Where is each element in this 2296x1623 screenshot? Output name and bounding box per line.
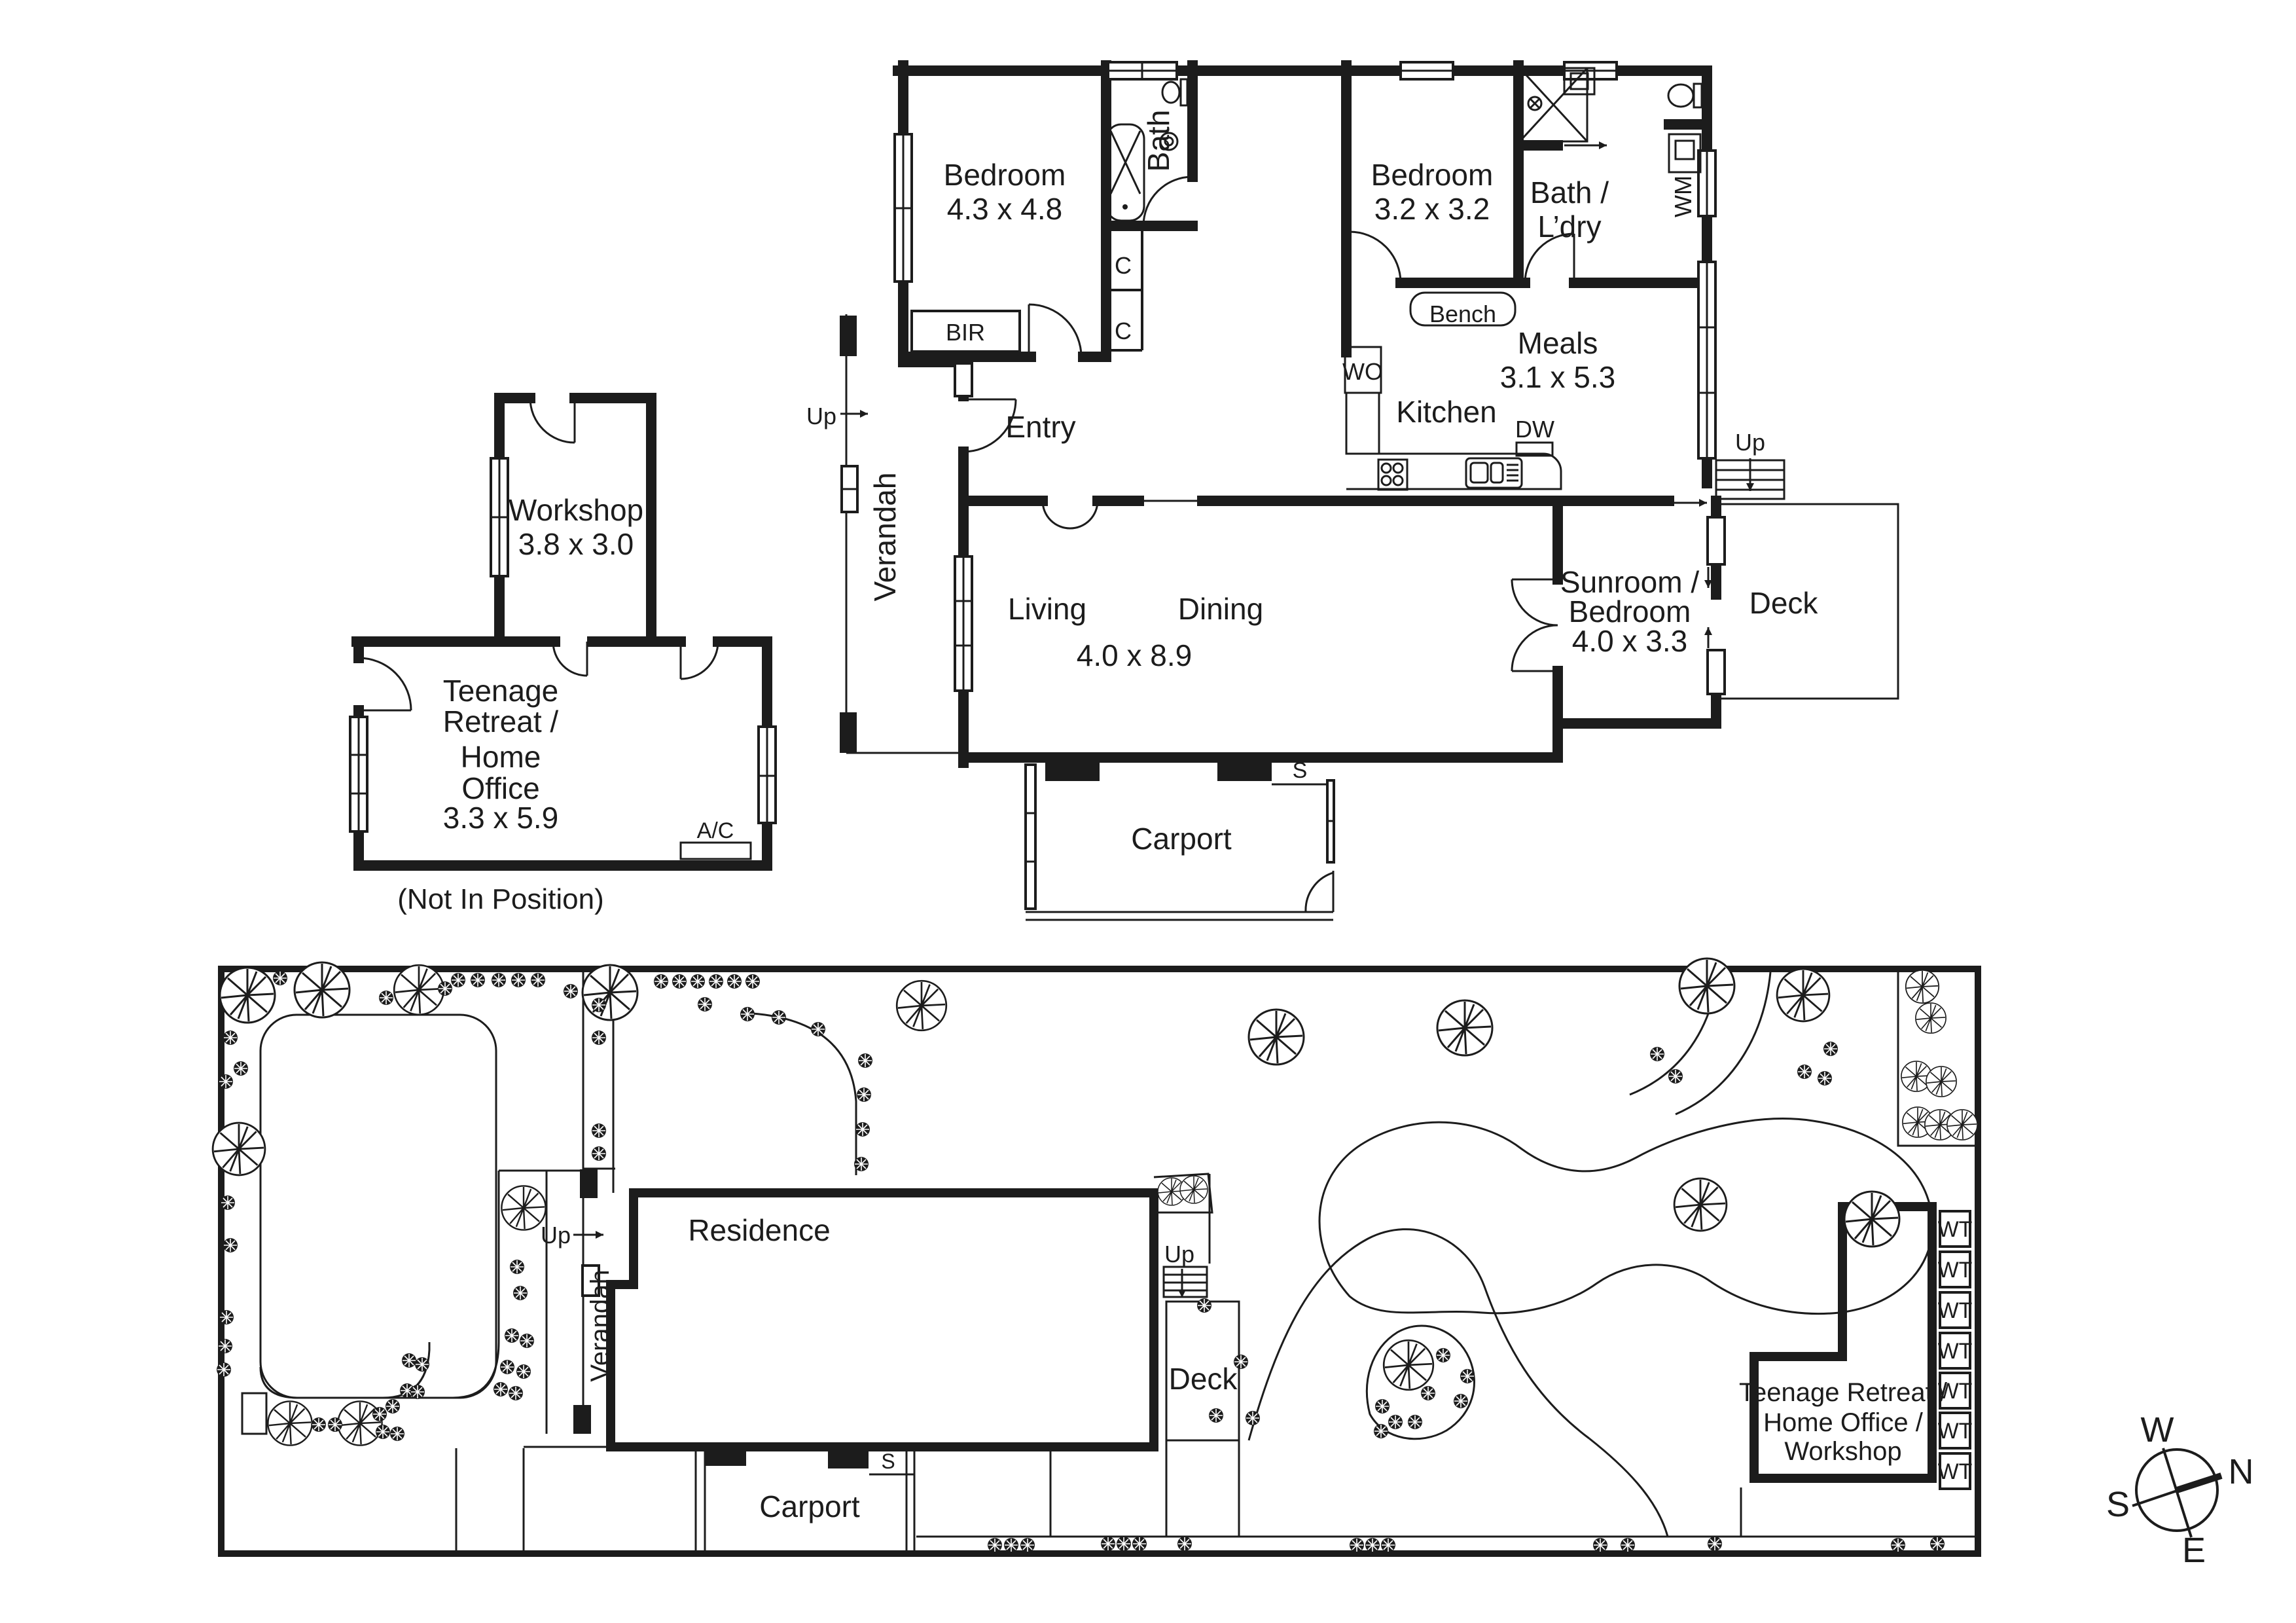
label-dining: Dining (1178, 592, 1263, 626)
label-s-fp: S (1293, 758, 1308, 783)
label-sunroom-dims: 4.0 x 3.3 (1572, 624, 1687, 658)
site-label-retreat-1: Teenage Retreat / (1739, 1378, 1948, 1407)
deck-outline (1721, 503, 1899, 700)
label-retreat-1: Teenage (443, 674, 559, 708)
verandah-structure (840, 314, 963, 754)
label-verandah: Verandah (868, 473, 902, 602)
upper-floor-plan: Bedroom 4.3 x 4.8 Bath Bedroom 3.2 x 3.2… (349, 60, 1899, 921)
site-label-wt-6: WT (1938, 1419, 1973, 1444)
label-retreat-4: Office (461, 771, 539, 805)
compass-w: W (2141, 1410, 2174, 1450)
cooktop (1377, 458, 1408, 491)
outbuilding-walls (351, 393, 772, 871)
site-residence-walls (606, 1188, 1158, 1451)
label-sunroom-1: Sunroom / (1560, 565, 1699, 599)
water-tanks (1939, 1210, 1971, 1490)
site-label-carport: Carport (759, 1489, 860, 1523)
label-retreat-2: Retreat / (443, 704, 559, 739)
site-label-wt-7: WT (1938, 1459, 1973, 1484)
label-closet-1: C (1115, 252, 1132, 279)
label-entry: Entry (1005, 410, 1075, 444)
site-verandah-structure (573, 1167, 615, 1434)
site-boundary (218, 966, 1981, 1557)
site-label-wt-5: WT (1938, 1379, 1973, 1404)
label-retreat-dims: 3.3 x 5.9 (443, 801, 558, 835)
washing-machine (1668, 133, 1702, 173)
label-workshop-name: Workshop (509, 493, 643, 527)
site-label-retreat-2: Home Office / (1763, 1408, 1924, 1437)
shower (1518, 67, 1588, 143)
site-carport-structure (694, 1451, 916, 1552)
label-carport-fp: Carport (1131, 822, 1232, 856)
site-label-wt-1: WT (1938, 1217, 1973, 1242)
site-label-wt-3: WT (1938, 1298, 1973, 1323)
site-label-deck: Deck (1169, 1362, 1238, 1396)
label-living-dining-dims: 4.0 x 8.9 (1077, 638, 1192, 672)
label-bedroom1-name: Bedroom (944, 158, 1066, 192)
compass: W N S E (2106, 1410, 2254, 1570)
label-not-in-position: (Not In Position) (397, 883, 603, 915)
label-workshop-dims: 3.8 x 3.0 (518, 527, 634, 561)
air-conditioner (679, 841, 752, 860)
site-retreat-walls (1749, 1202, 1937, 1483)
bathtub (1105, 123, 1145, 222)
label-deck-fp: Deck (1749, 586, 1819, 620)
site-label-verandah: Verandah (586, 1269, 615, 1381)
window (893, 133, 1726, 695)
label-bedroom2-name: Bedroom (1371, 158, 1494, 192)
label-dw: DW (1515, 416, 1554, 443)
door (358, 397, 719, 712)
site-label-up-stairs: Up (1164, 1241, 1194, 1267)
site-plan: W N S E Residence Verandah Up Up Deck Ca… (211, 957, 2254, 1570)
label-closet-2: C (1115, 318, 1132, 344)
site-label-s: S (881, 1450, 895, 1473)
door (963, 175, 1575, 672)
toilet (1161, 78, 1189, 107)
site-label-retreat-3: Workshop (1784, 1437, 1901, 1466)
label-kitchen: Kitchen (1396, 395, 1496, 429)
label-bath-laundry-2: L’dry (1537, 210, 1601, 244)
trees (211, 957, 1978, 1446)
deck-stairs (1715, 458, 1785, 500)
kitchen-counter (1345, 392, 1562, 490)
label-bath: Bath (1141, 110, 1175, 172)
label-up-deck: Up (1735, 429, 1765, 456)
label-bedroom1-dims: 4.3 x 4.8 (947, 192, 1062, 226)
compass-n: N (2229, 1452, 2254, 1491)
site-label-wt-2: WT (1938, 1258, 1973, 1283)
label-up-verandah: Up (806, 403, 836, 429)
label-sunroom-2: Bedroom (1569, 594, 1691, 629)
label-bedroom2-dims: 3.2 x 3.2 (1374, 192, 1490, 226)
label-wm: WM (1670, 175, 1696, 217)
site-stairs (1162, 1266, 1208, 1298)
bir-robe (910, 310, 1021, 353)
label-living: Living (1008, 592, 1086, 626)
site-label-residence: Residence (688, 1213, 830, 1247)
label-bench: Bench (1429, 301, 1496, 327)
window (349, 457, 777, 833)
window (1107, 61, 1618, 81)
sink (1465, 457, 1523, 489)
shrubs (216, 970, 1945, 1553)
label-bath-laundry-1: Bath / (1530, 175, 1609, 210)
label-bir: BIR (946, 319, 985, 346)
toilet (1667, 82, 1703, 109)
site-label-up-front: Up (541, 1222, 571, 1249)
carport-structure (1024, 757, 1335, 921)
bench-seat (1409, 291, 1516, 327)
label-meals-dims: 3.1 x 5.3 (1500, 360, 1615, 394)
compass-e: E (2182, 1531, 2206, 1570)
vanity (1563, 67, 1596, 96)
site-label-wt-4: WT (1938, 1339, 1973, 1364)
garden-lines (241, 969, 1978, 1554)
label-wo: WO (1342, 358, 1383, 385)
label-meals-name: Meals (1518, 326, 1598, 360)
basin (1159, 132, 1179, 151)
label-ac: A/C (697, 818, 734, 843)
label-retreat-3: Home (461, 740, 541, 774)
compass-s: S (2106, 1485, 2130, 1524)
